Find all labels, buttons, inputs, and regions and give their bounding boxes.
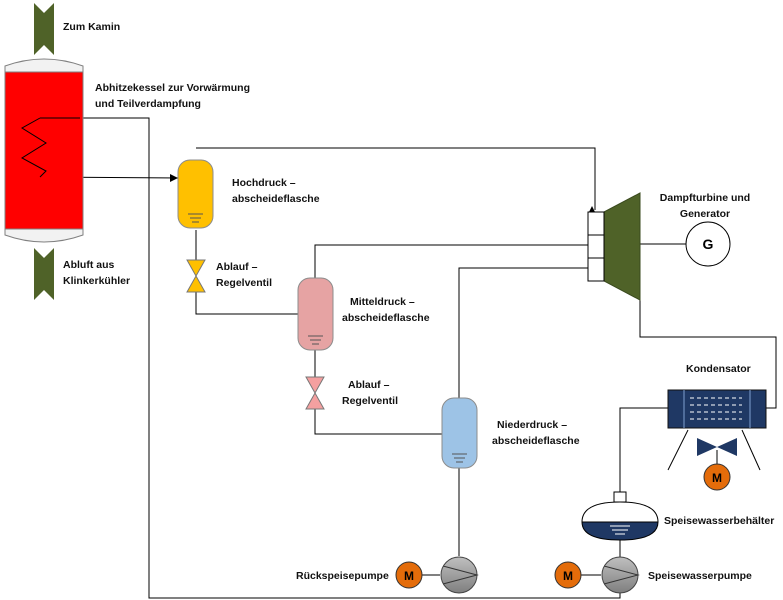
label-hp-drum-2: abscheideflasche [232, 193, 320, 205]
exhaust-inlet-arrow-icon [34, 248, 54, 300]
return-pump-motor-icon [395, 561, 423, 589]
label-turbine-1: Dampfturbine und [660, 192, 750, 204]
turbine-inlet-dividers [588, 234, 604, 259]
pipe-hp-drain [195, 230, 298, 315]
hp-separator-drum [177, 159, 214, 229]
pipe-feedwater-loop [81, 117, 668, 599]
pipe-hp-steam [196, 147, 596, 210]
label-valve2-1: Ablauf – [348, 379, 390, 391]
arrow-hp-drum-inlet [170, 174, 178, 182]
return-pump-motor-symbol: M [404, 569, 414, 583]
fan-blade-left [697, 438, 717, 456]
valve1-bottom [186, 274, 206, 293]
label-turbine-2: Generator [680, 208, 730, 220]
tank-level-mark [610, 525, 630, 535]
label-hp-drum-1: Hochdruck – [232, 177, 296, 189]
fan-blade-right [717, 438, 737, 456]
tank-dome [613, 491, 627, 503]
generator[interactable]: G [685, 221, 731, 267]
labels: Zum Kamin Abhitzekessel zur Vorwärmung u… [63, 21, 774, 582]
cooling-fan: M [697, 438, 737, 491]
hp-drum-level-mark [188, 213, 203, 223]
boiler-bottom-cap [4, 228, 84, 243]
valve2-bottom [305, 391, 325, 410]
fan-hood-right [741, 429, 761, 471]
mp-drain-valve [305, 376, 325, 410]
label-feedtank: Speisewasserbehälter [664, 515, 774, 527]
hp-drum-body [177, 159, 214, 229]
feedwater-tank [581, 491, 659, 541]
label-boiler-1: Abhitzekessel zur Vorwärmung [95, 82, 250, 94]
valve2-top [305, 376, 325, 395]
hp-drain-valve [186, 259, 206, 293]
label-valve1-2: Regelventil [216, 277, 272, 289]
feed-pump-chevron [603, 565, 640, 585]
boiler-top-cap [4, 58, 84, 73]
pipe-turbine-exhaust [639, 300, 777, 409]
mp-drum-level-mark [308, 335, 323, 345]
return-pump-chevron [442, 565, 479, 585]
label-mp-drum-2: abscheideflasche [342, 312, 430, 324]
label-feed-pump: Speisewasserpumpe [648, 570, 752, 582]
lp-separator-drum [441, 397, 478, 469]
lp-drum-level-mark [452, 453, 467, 463]
turbine-inlet-block [587, 211, 605, 282]
tank-top-half [581, 501, 659, 523]
label-lp-drum-2: abscheideflasche [492, 435, 580, 447]
label-condenser: Kondensator [686, 363, 751, 375]
label-exhaust-1: Abluft aus [63, 259, 114, 271]
generator-circle [685, 221, 731, 267]
pipe-mp-steam [314, 244, 588, 278]
pipe-mp-drain [314, 350, 442, 435]
label-valve2-2: Regelventil [342, 395, 398, 407]
fan-motor-symbol: M [712, 471, 722, 485]
fan-hood-left [667, 429, 689, 471]
mp-separator-drum [297, 277, 334, 351]
valve1-top [186, 259, 206, 278]
fan-motor-icon [703, 463, 731, 491]
label-chimney: Zum Kamin [63, 21, 120, 33]
tank-water [581, 521, 659, 541]
label-lp-drum-1: Niederdruck – [497, 419, 567, 431]
pipe-lp-steam [458, 267, 588, 398]
lp-drum-body [441, 397, 478, 469]
label-boiler-2: und Teilverdampfung [95, 98, 201, 110]
steam-turbine [587, 192, 641, 301]
chimney-arrow-icon [34, 3, 54, 55]
label-exhaust-2: Klinkerkühler [63, 275, 130, 287]
feed-pump[interactable]: M [554, 556, 640, 594]
return-pump-body [440, 556, 478, 594]
mp-drum-body [297, 277, 334, 351]
feed-pump-motor-symbol: M [563, 569, 573, 583]
label-valve1-1: Ablauf – [216, 261, 258, 273]
label-mp-drum-1: Mitteldruck – [350, 296, 415, 308]
waste-heat-boiler [4, 3, 84, 300]
condenser [667, 389, 767, 429]
label-return-pump: Rückspeisepumpe [296, 570, 389, 582]
condenser-tube-sheet [683, 390, 751, 428]
heat-exchanger-coil [21, 117, 80, 178]
generator-symbol: G [703, 236, 714, 252]
return-pump[interactable]: M [395, 556, 479, 594]
feed-pump-body [601, 556, 639, 594]
turbine-body [603, 192, 641, 301]
feed-pump-motor-icon [554, 561, 582, 589]
boiler-body [4, 71, 84, 230]
condenser-body [667, 389, 767, 429]
